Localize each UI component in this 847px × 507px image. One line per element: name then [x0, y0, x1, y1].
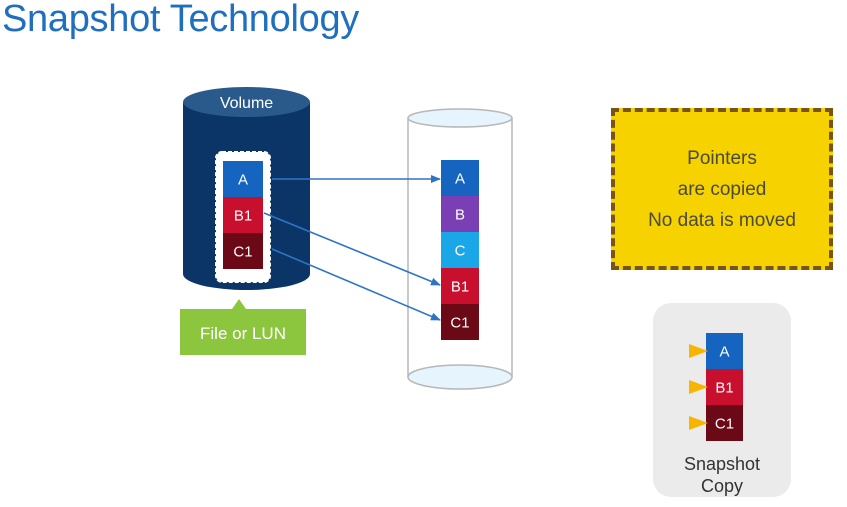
- volume-cylinder-top: [183, 87, 310, 117]
- snapshot-pointers: [689, 344, 708, 430]
- snapshot-block-label: A: [719, 343, 729, 360]
- storage-block-label: B1: [451, 278, 469, 295]
- storage-block-c: [441, 232, 479, 268]
- arrow-c1-to-c1: [271, 248, 441, 321]
- pointer-arrows: [263, 175, 441, 321]
- storage-block-label: C1: [450, 314, 469, 331]
- file-or-lun-tag: File or LUN: [180, 299, 306, 355]
- snapshot-copy-label-line2: Copy: [700, 476, 744, 496]
- callout-line: are copied: [677, 178, 767, 200]
- storage-block-b: [441, 196, 479, 232]
- storage-block-label: B: [455, 206, 465, 223]
- storage-block-c1: [441, 304, 479, 340]
- snapshot-block-a: [706, 333, 743, 369]
- pointer-triangle-icon: [689, 344, 708, 358]
- volume-block-b1: [223, 197, 263, 233]
- snapshot-block-label: B1: [715, 379, 733, 396]
- snapshot-block-label: C1: [715, 415, 734, 432]
- snapshot-copy-label-line1: Snapshot: [683, 454, 761, 474]
- volume-label: Volume: [220, 95, 273, 112]
- volume-block-c1: [223, 233, 263, 269]
- snapshot-block-c1: [706, 405, 743, 441]
- storage-cylinder-top: [407, 108, 513, 128]
- page-title: Snapshot Technology: [2, 0, 359, 40]
- storage-block-label: A: [455, 170, 465, 187]
- storage-cylinder-bottom: [407, 364, 513, 390]
- storage-block-a: [441, 160, 479, 196]
- storage-block-b1: [441, 268, 479, 304]
- callout-line: No data is moved: [648, 209, 796, 231]
- file-or-lun-tag-shape: [180, 299, 306, 355]
- volume-block-label: A: [238, 171, 248, 188]
- callout-line: Pointers: [687, 147, 757, 169]
- file-or-lun-label: File or LUN: [200, 324, 286, 343]
- storage-block-label: C: [455, 242, 466, 259]
- pointer-triangle-icon: [689, 380, 708, 394]
- volume-block-label: C1: [233, 243, 252, 260]
- snapshot-block-b1: [706, 369, 743, 405]
- pointers-callout: Pointers are copied No data is moved: [611, 108, 833, 270]
- arrow-b1-to-b1: [263, 212, 441, 286]
- pointer-triangle-icon: [689, 416, 708, 430]
- volume-block-label: B1: [234, 207, 252, 224]
- volume-block-a: [223, 161, 263, 197]
